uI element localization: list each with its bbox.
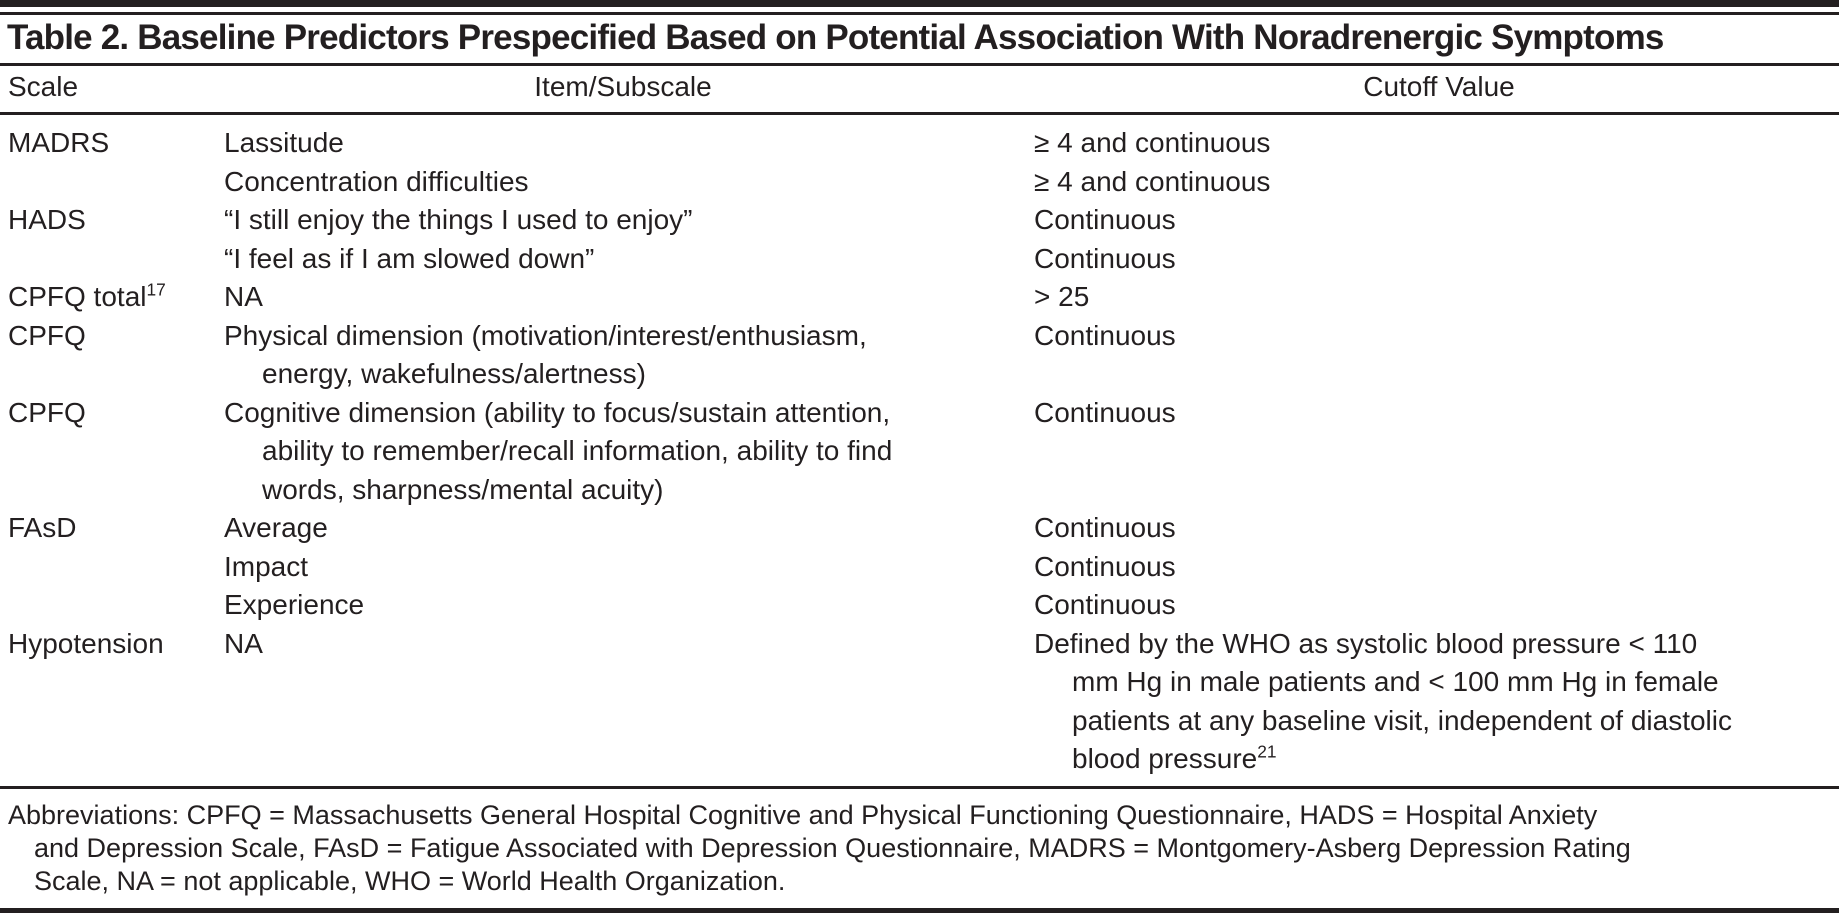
cell-cutoff: Defined by the WHO as systolic blood pre… <box>1034 625 1831 779</box>
cell-item: Experience <box>224 586 1034 625</box>
cell-cutoff: Continuous <box>1034 317 1831 356</box>
rule-under-title <box>0 63 1839 66</box>
item-text: Impact <box>224 550 309 582</box>
cell-cutoff: Continuous <box>1034 548 1831 587</box>
cutoff-text: Continuous <box>1034 512 1176 543</box>
cutoff-text: > 25 <box>1034 281 1090 312</box>
cell-item: Lassitude <box>224 124 1034 163</box>
cell-scale: Hypotension <box>8 625 224 664</box>
table-row: Impact Continuous <box>8 548 1831 587</box>
item-text: “I still enjoy the things I used to enjo… <box>224 204 693 235</box>
table-row: FAsD Average Continuous <box>8 509 1831 548</box>
cell-scale: CPFQ <box>8 317 224 356</box>
cell-scale: FAsD <box>8 509 224 548</box>
table-row: CPFQ Cognitive dimension (ability to foc… <box>8 394 1831 510</box>
cell-item: Cognitive dimension (ability to focus/su… <box>224 394 1034 510</box>
cell-cutoff: Continuous <box>1034 586 1831 625</box>
cell-scale: CPFQ <box>8 394 224 433</box>
cell-scale: MADRS <box>8 124 224 163</box>
item-text: Physical dimension (motivation/interest/… <box>224 319 867 390</box>
cell-cutoff: Continuous <box>1034 509 1831 548</box>
cutoff-text: Continuous <box>1034 319 1176 351</box>
cutoff-text: Defined by the WHO as systolic blood pre… <box>1034 627 1732 775</box>
cell-cutoff: Continuous <box>1034 201 1831 240</box>
cutoff-text: Continuous <box>1034 589 1176 620</box>
scale-superscript: 17 <box>146 279 166 300</box>
rule-above-footnote <box>0 786 1839 789</box>
table-row: Concentration difficulties ≥ 4 and conti… <box>8 163 1831 202</box>
cutoff-superscript: 21 <box>1257 741 1277 762</box>
cell-item: Physical dimension (motivation/interest/… <box>224 317 1034 394</box>
cutoff-text: Continuous <box>1034 242 1176 274</box>
item-text: Concentration difficulties <box>224 165 529 197</box>
item-text: “I feel as if I am slowed down” <box>224 242 595 274</box>
cell-cutoff: ≥ 4 and continuous <box>1034 124 1831 163</box>
bottom-rule <box>0 908 1839 913</box>
cell-item: Average <box>224 509 1034 548</box>
column-header-scale: Scale <box>8 71 79 102</box>
item-text: Lassitude <box>224 127 344 158</box>
item-text: NA <box>224 281 263 312</box>
table-title: Table 2. Baseline Predictors Prespecifie… <box>7 18 1664 57</box>
cutoff-text: Continuous <box>1034 550 1176 582</box>
cutoff-text: ≥ 4 and continuous <box>1034 127 1271 158</box>
cell-item: NA <box>224 625 1034 664</box>
item-text: Average <box>224 512 328 543</box>
scale-text: Hypotension <box>8 627 164 659</box>
cell-cutoff: Continuous <box>1034 394 1831 433</box>
table-body: MADRS Lassitude ≥ 4 and continuous Conce… <box>8 124 1831 779</box>
item-text: Cognitive dimension (ability to focus/su… <box>224 396 893 505</box>
abbreviations-footnote: Abbreviations: CPFQ = Massachusetts Gene… <box>8 800 1631 897</box>
scale-text: CPFQ total <box>8 281 147 312</box>
table-row: HADS “I still enjoy the things I used to… <box>8 201 1831 240</box>
scale-text: FAsD <box>8 512 77 543</box>
cutoff-text: ≥ 4 and continuous <box>1034 165 1271 197</box>
column-header-cutoff: Cutoff Value <box>1363 71 1515 102</box>
top-thin-rule <box>0 12 1839 15</box>
item-text: Experience <box>224 589 365 620</box>
table-row: CPFQ Physical dimension (motivation/inte… <box>8 317 1831 394</box>
cutoff-text: Continuous <box>1034 396 1176 428</box>
table-row: CPFQ total17 NA > 25 <box>8 278 1831 317</box>
cell-scale: HADS <box>8 201 224 240</box>
item-text: NA <box>224 627 263 659</box>
cell-item: Impact <box>224 548 1034 587</box>
cell-cutoff: > 25 <box>1034 278 1831 317</box>
top-thick-rule <box>0 0 1839 7</box>
cell-item: “I still enjoy the things I used to enjo… <box>224 201 1034 240</box>
table-row: MADRS Lassitude ≥ 4 and continuous <box>8 124 1831 163</box>
scale-text: MADRS <box>8 127 110 158</box>
cell-item: Concentration difficulties <box>224 163 1034 202</box>
cutoff-text: Continuous <box>1034 204 1176 235</box>
scale-text: HADS <box>8 204 86 235</box>
rule-under-header <box>0 112 1839 115</box>
cell-item: NA <box>224 278 1034 317</box>
table-header-row: Scale Item/Subscale Cutoff Value <box>0 71 1839 111</box>
table-row: “I feel as if I am slowed down” Continuo… <box>8 240 1831 279</box>
table-row: Experience Continuous <box>8 586 1831 625</box>
scale-text: CPFQ <box>8 396 86 428</box>
column-header-item: Item/Subscale <box>534 71 712 102</box>
scale-text: CPFQ <box>8 319 86 351</box>
cell-cutoff: Continuous <box>1034 240 1831 279</box>
cell-scale: CPFQ total17 <box>8 278 224 317</box>
cell-item: “I feel as if I am slowed down” <box>224 240 1034 279</box>
table-row: Hypotension NA Defined by the WHO as sys… <box>8 625 1831 779</box>
cell-cutoff: ≥ 4 and continuous <box>1034 163 1831 202</box>
